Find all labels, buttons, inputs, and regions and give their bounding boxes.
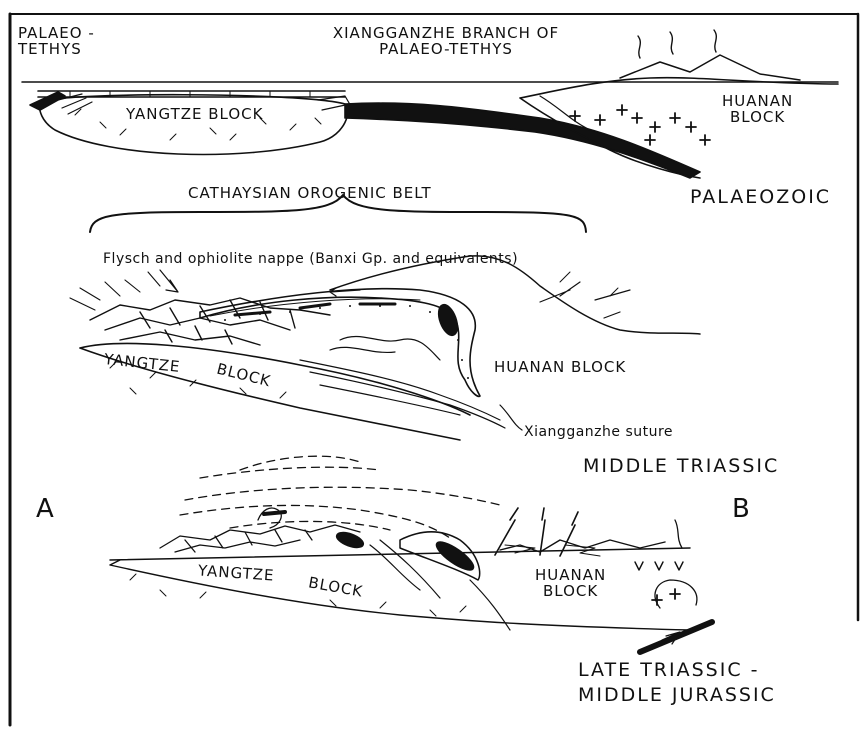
label-flysch-ophiolite-nappe: Flysch and ophiolite nappe (Banxi Gp. an… xyxy=(103,252,518,267)
label-xiangganzhe-branch: XIANGGANZHE BRANCH OF PALAEO-TETHYS xyxy=(315,26,577,58)
late-triassic-section xyxy=(110,456,712,652)
label-yangtze-block-palaeozoic: YANGTZE BLOCK xyxy=(126,107,263,123)
label-point-b: B xyxy=(732,496,751,523)
label-huanan-block-late: HUANAN BLOCK xyxy=(535,568,606,600)
yangtze-block-palaeozoic xyxy=(40,95,348,155)
label-late-triassic-middle-jurassic: LATE TRIASSIC - MIDDLE JURASSIC xyxy=(578,658,776,707)
label-palaeo-tethys: PALAEO - TETHYS xyxy=(18,26,95,58)
label-point-a: A xyxy=(36,496,55,523)
middle-triassic-section xyxy=(70,256,700,440)
label-huanan-block-palaeozoic: HUANAN BLOCK xyxy=(722,94,793,126)
label-huanan-block-triassic: HUANAN BLOCK xyxy=(494,360,626,376)
label-middle-triassic: MIDDLE TRIASSIC xyxy=(583,457,779,477)
label-cathaysian-orogenic-belt: CATHAYSIAN OROGENIC BELT xyxy=(188,186,432,202)
label-xiangganzhe-suture: Xiangganzhe suture xyxy=(524,425,673,440)
label-palaeozoic: PALAEOZOIC xyxy=(690,188,831,208)
